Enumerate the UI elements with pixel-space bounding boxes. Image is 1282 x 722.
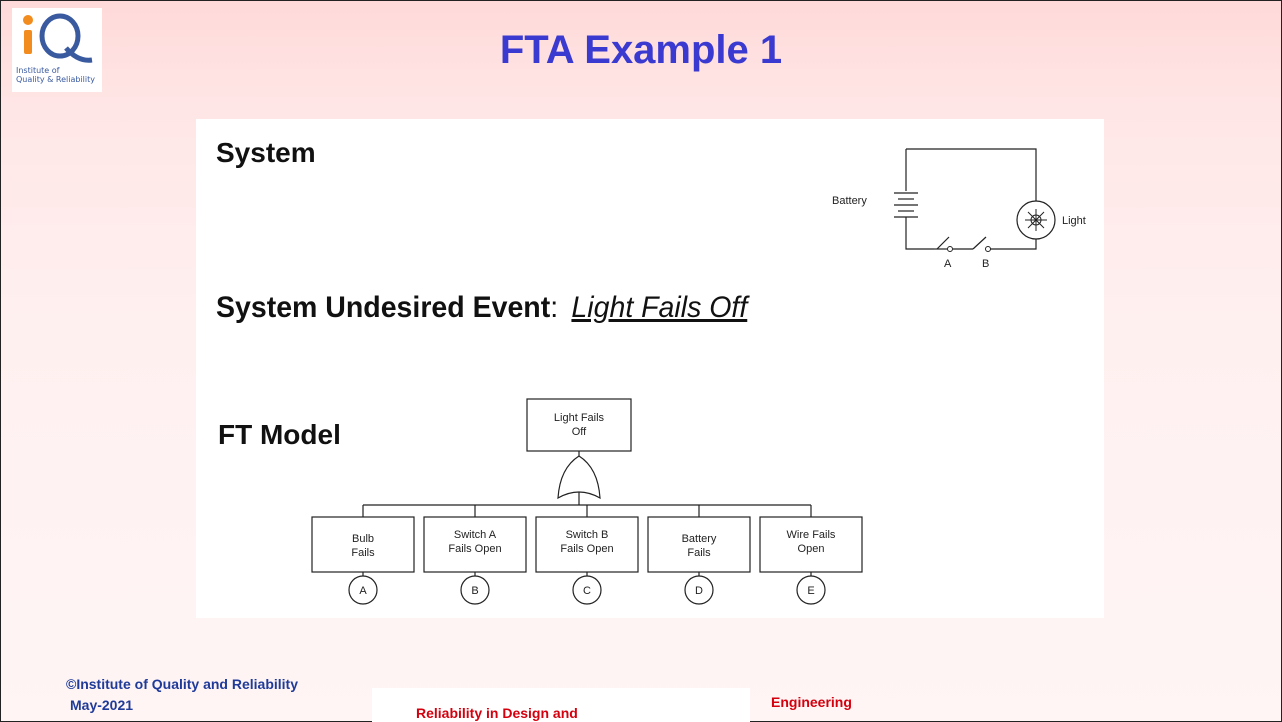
- event-c-id: C: [583, 585, 591, 597]
- footer-course-box: [372, 688, 750, 722]
- event-a-circle: [348, 575, 378, 605]
- top-event-line2: Off: [572, 426, 587, 438]
- event-d-line1: Battery: [682, 533, 717, 545]
- system-heading: System: [216, 137, 316, 168]
- event-c-line2: Fails Open: [560, 543, 613, 555]
- event-b-line2: Fails Open: [448, 543, 501, 555]
- event-a-id: A: [359, 585, 367, 597]
- light-bulb-icon: [1016, 200, 1056, 240]
- basic-event-wire-fails-open: Wire Fails Open E: [759, 505, 863, 605]
- footer-course-part1: Reliability in Design and: [416, 705, 578, 721]
- circuit-wire-top: [906, 148, 1037, 201]
- switch-b-label: B: [982, 258, 989, 270]
- slide-title: FTA Example 1: [499, 28, 783, 72]
- event-e-circle: [796, 575, 826, 605]
- circuit-wire-left-lower: [905, 217, 934, 250]
- ft-model-heading: FT Model: [218, 419, 341, 450]
- top-event-line1: Light Fails: [554, 412, 605, 424]
- circuit-wire-right-lower: [988, 239, 1037, 250]
- basic-event-battery-fails: Battery Fails D: [647, 505, 751, 605]
- event-d-id: D: [695, 585, 703, 597]
- fault-tree-diagram: Light Fails Off Bulb Fails A Switch A Fa…: [311, 398, 863, 605]
- event-b-line1: Switch A: [454, 529, 497, 541]
- event-c-line1: Switch B: [566, 529, 609, 541]
- logo-caption-line1: Institute of: [16, 66, 60, 75]
- battery-label: Battery: [832, 195, 867, 207]
- or-gate-icon: [557, 455, 601, 500]
- switch-a-icon: [934, 236, 953, 252]
- battery-symbol-icon: [894, 192, 918, 218]
- content-panel: System Battery Light: [196, 119, 1104, 618]
- basic-event-switch-a-fails-open: Switch A Fails Open B: [423, 505, 527, 605]
- footer-course-part2: Engineering: [771, 694, 852, 710]
- undesired-event-line: System Undesired Event: Light Fails Off: [216, 291, 747, 325]
- undesired-event-colon: :: [550, 291, 559, 324]
- switch-b-icon: [972, 236, 991, 252]
- event-a-line2: Fails: [351, 547, 375, 559]
- event-b-circle: [460, 575, 490, 605]
- event-c-circle: [572, 575, 602, 605]
- event-b-id: B: [471, 585, 478, 597]
- event-a-line1: Bulb: [352, 533, 374, 545]
- undesired-event-value: Light Fails Off: [571, 291, 748, 324]
- event-e-line1: Wire Fails: [787, 529, 836, 541]
- footer-copyright: ©Institute of Quality and Reliability: [66, 676, 299, 692]
- institute-logo: Institute of Quality & Reliability: [12, 8, 102, 92]
- undesired-event-label: System Undesired Event: [216, 291, 551, 324]
- logo-mark-icon: [23, 13, 93, 63]
- footer-date: May-2021: [70, 697, 134, 713]
- switch-a-label: A: [944, 258, 952, 270]
- event-e-id: E: [807, 585, 814, 597]
- top-event-box: [526, 398, 632, 452]
- event-d-circle: [684, 575, 714, 605]
- logo-caption-line2: Quality & Reliability: [16, 75, 95, 84]
- event-d-line2: Fails: [687, 547, 711, 559]
- event-e-line2: Open: [798, 543, 825, 555]
- circuit-diagram: Battery Light A B: [832, 148, 1086, 270]
- light-label: Light: [1062, 215, 1086, 227]
- basic-event-switch-b-fails-open: Switch B Fails Open C: [535, 505, 639, 605]
- basic-event-bulb-fails: Bulb Fails A: [311, 505, 415, 605]
